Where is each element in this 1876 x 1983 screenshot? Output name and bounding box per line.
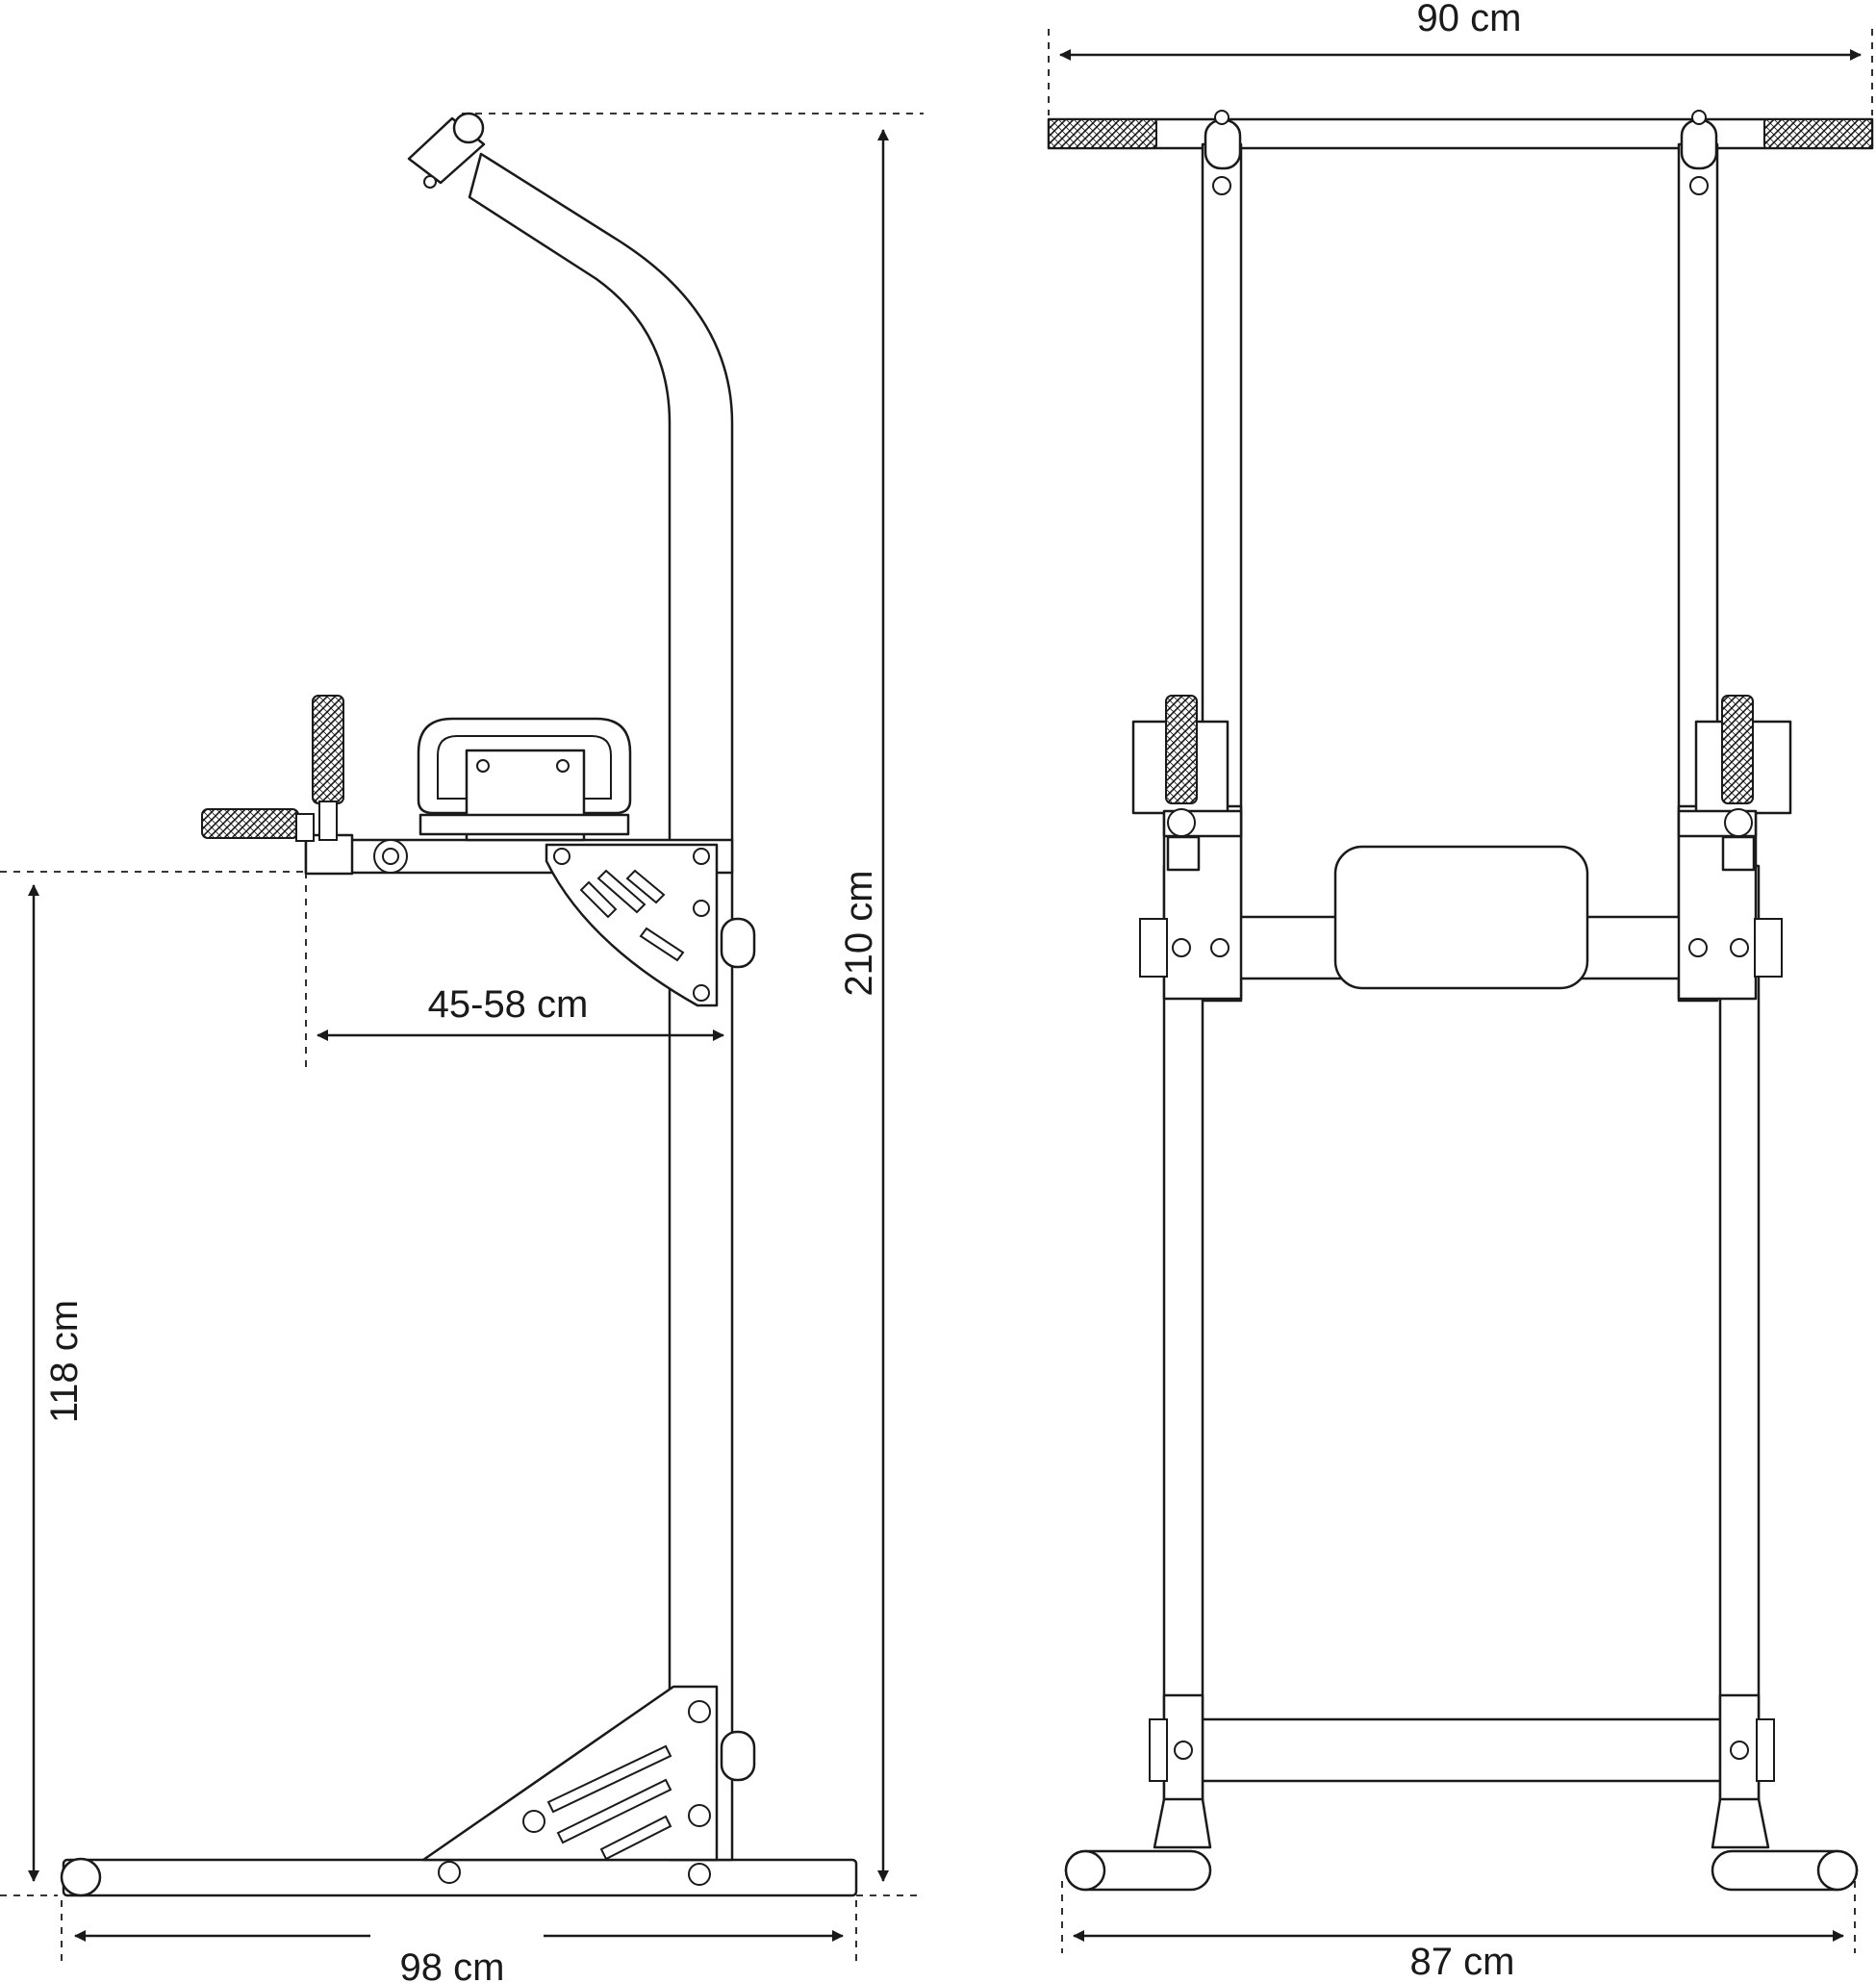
side-dip-reach-label: 45-58 cm [428, 983, 589, 1026]
side-base-tube [62, 1858, 858, 1897]
side-foot-bolt-4 [688, 1863, 711, 1886]
side-gusset-slot-1 [579, 880, 618, 919]
side-dip-handle-horizontal [201, 808, 299, 839]
front-view: 90 cm 87 cm [1047, 0, 1874, 1983]
side-gusset-bolt-4 [693, 984, 710, 1002]
side-foot-slot-2 [556, 1778, 672, 1844]
side-back-pad-base [418, 813, 630, 836]
side-foot-bolt-1 [688, 1700, 711, 1723]
side-foot-slot-1 [546, 1744, 672, 1814]
side-foot-clamp [720, 1730, 756, 1782]
front-dip-knob-right [1724, 808, 1753, 837]
front-lower-upright-right [1718, 864, 1761, 1820]
side-gusset-slot-2 [596, 869, 646, 914]
side-foot-bolt-2 [688, 1804, 711, 1827]
front-lower-plate-right [1756, 1718, 1775, 1782]
front-lower-bolt-right [1730, 1741, 1749, 1760]
front-top-joint-left [1204, 118, 1242, 170]
front-dip-lock-right [1721, 835, 1756, 872]
side-foot-gusset [421, 1685, 719, 1862]
front-foot-bracket-right [1711, 1797, 1770, 1849]
side-gusset-bolt-1 [553, 848, 570, 865]
front-lower-plate-left [1149, 1718, 1168, 1782]
side-gusset-slot-3 [625, 869, 666, 904]
side-dip-height-label: 118 cm [43, 1300, 86, 1423]
side-dip-handle-vertical [312, 695, 344, 804]
side-top-bolt [423, 175, 437, 189]
front-top-bolt-left [1214, 110, 1230, 125]
front-dip-bolt-right-a [1688, 938, 1708, 957]
side-back-pad-bolt-right [556, 759, 570, 773]
front-foot-cap-left [1064, 1849, 1106, 1892]
side-top-bar-end-cap [452, 112, 485, 144]
side-base-label: 98 cm [400, 1946, 505, 1983]
side-gusset-bolt-2 [693, 848, 710, 865]
side-dip-gusset [545, 843, 719, 1007]
front-dip-lock-left [1166, 835, 1201, 872]
side-dip-handle-stem [295, 813, 315, 842]
front-dip-bolt-left-a [1172, 938, 1191, 957]
front-dip-bolt-right-b [1730, 938, 1749, 957]
side-dip-handle-vertical-stem [318, 801, 338, 841]
front-top-joint-right [1680, 118, 1718, 170]
front-top-bolt-right [1691, 110, 1707, 125]
side-foot-bolt-5 [438, 1861, 461, 1884]
front-lower-crossbar [1201, 1717, 1722, 1783]
side-gusset-bolt-3 [693, 900, 710, 917]
side-gusset-slot-4 [639, 927, 685, 962]
front-dip-bolt-left-b [1210, 938, 1230, 957]
side-dip-clamp [720, 917, 756, 969]
front-lower-upright-left [1162, 864, 1204, 1820]
side-foot-bolt-3 [522, 1810, 545, 1833]
side-height-label: 210 cm [838, 870, 880, 996]
front-base-width-label: 87 cm [1410, 1941, 1515, 1983]
side-base-end-cap [60, 1857, 102, 1897]
front-foot-bracket-left [1153, 1797, 1212, 1849]
front-foot-cap-right [1816, 1849, 1859, 1892]
side-foot-slot-3 [599, 1815, 672, 1861]
side-view: 210 cm 118 cm 45-58 cm 98 cm [0, 112, 924, 1983]
front-top-nut-right [1689, 176, 1709, 195]
side-base-label-background [370, 1915, 544, 1972]
front-top-width-label: 90 cm [1417, 0, 1522, 39]
side-dip-knob-inner [382, 848, 399, 865]
side-back-pad-bolt-left [476, 759, 490, 773]
front-top-bar [1047, 117, 1874, 150]
front-back-pad [1333, 845, 1589, 990]
front-dip-plate-right [1754, 918, 1783, 978]
front-top-grip-right [1763, 118, 1873, 149]
front-dip-knob-left [1167, 808, 1196, 837]
front-top-nut-left [1212, 176, 1231, 195]
front-dip-grip-right [1721, 695, 1754, 804]
front-top-grip-left [1048, 118, 1157, 149]
front-dip-grip-left [1165, 695, 1198, 804]
front-dip-plate-left [1139, 918, 1168, 978]
front-lower-bolt-left [1174, 1741, 1193, 1760]
